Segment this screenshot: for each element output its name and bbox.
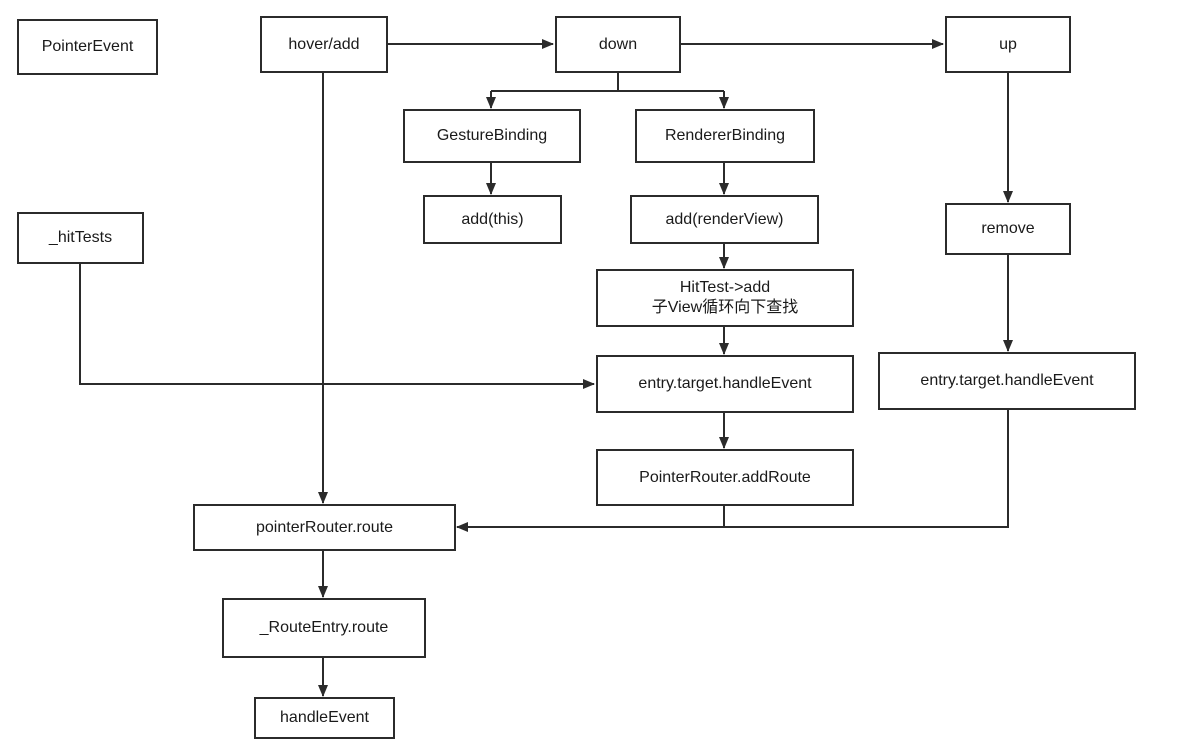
hit-test-add-label-line1: HitTest->add — [679, 279, 771, 296]
node-entry-handle-event-right: entry.target.handleEvent — [878, 352, 1136, 410]
node-up: up — [945, 16, 1071, 73]
node-route-entry-route: _RouteEntry.route — [222, 598, 426, 658]
edge-addroute-to-pointerrouter-route — [457, 505, 725, 528]
node-add-render-view: add(renderView) — [630, 195, 819, 244]
node-remove: remove — [945, 203, 1071, 255]
edge-entry-right-to-pointerrouter-route — [456, 409, 1009, 532]
edge-hittests-to-entry-mid — [79, 264, 595, 389]
hit-test-add-label-line2: 子View循环向下查找 — [651, 299, 799, 316]
node-hit-test-add: HitTest->add 子View循环向下查找 — [596, 269, 854, 327]
node-entry-handle-event-mid: entry.target.handleEvent — [596, 355, 854, 413]
node-down: down — [555, 16, 681, 73]
node-pointer-router-add-route: PointerRouter.addRoute — [596, 449, 854, 506]
node-handle-event: handleEvent — [254, 697, 395, 739]
node-hover-add: hover/add — [260, 16, 388, 73]
node-pointer-event: PointerEvent — [17, 19, 158, 75]
node-renderer-binding: RendererBinding — [635, 109, 815, 163]
node-add-this: add(this) — [423, 195, 562, 244]
node-pointer-router-route: pointerRouter.route — [193, 504, 456, 551]
node-hit-tests: _hitTests — [17, 212, 144, 264]
node-gesture-binding: GestureBinding — [403, 109, 581, 163]
